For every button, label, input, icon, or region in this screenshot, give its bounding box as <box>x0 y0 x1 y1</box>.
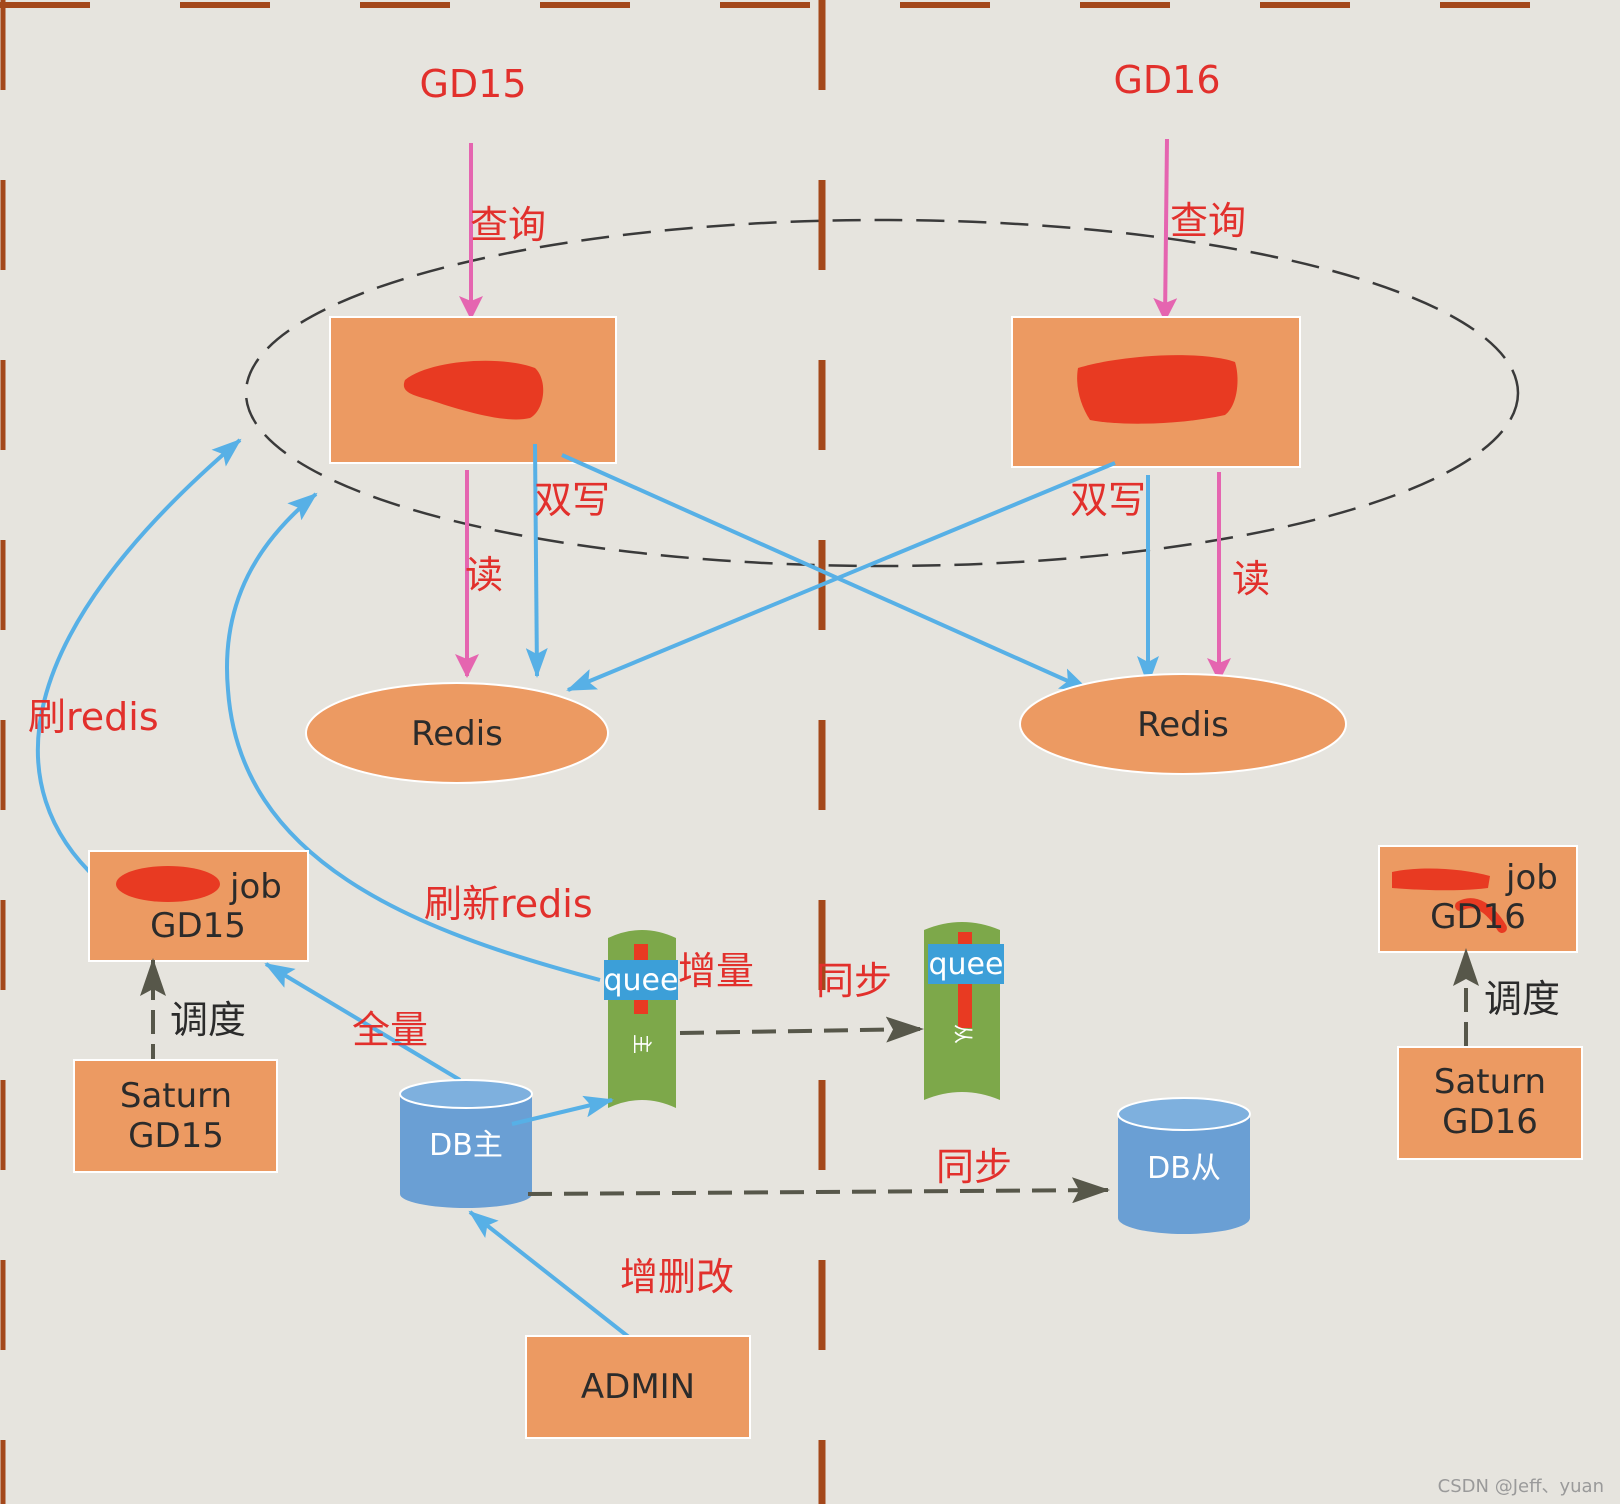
redacted-mark <box>116 866 220 902</box>
db-slave-body <box>1118 1114 1250 1234</box>
dual-write-arrow-left-local <box>525 443 548 678</box>
query-arrow-right <box>1153 138 1178 322</box>
db-master-body <box>400 1094 532 1208</box>
dual-write-label-left: 双写 <box>534 478 610 522</box>
saturn-label-line1-gd15: Saturn <box>120 1076 232 1116</box>
full-load-label: 全量 <box>352 1008 428 1052</box>
crud-arrow <box>468 1210 632 1340</box>
queue-master-glyph: 主 <box>630 1034 654 1054</box>
read-label-left: 读 <box>465 553 503 597</box>
watermark: CSDN @Jeff、yuan <box>1438 1476 1604 1497</box>
job-label-region-gd15: GD15 <box>150 906 246 946</box>
redis-label-gd15: Redis <box>411 714 503 754</box>
redis-node-gd15 <box>305 682 609 784</box>
admin-box <box>525 1335 751 1439</box>
refresh-redis-arrow-queue <box>225 492 601 982</box>
dual-write-label-right: 双写 <box>1070 478 1146 522</box>
refresh-redis-label-job: 刷redis <box>28 695 159 739</box>
redacted-mark <box>403 360 544 420</box>
job-label-suffix-gd15: job <box>229 867 282 907</box>
queue-master-tag-text: quee <box>604 963 679 998</box>
region-title-gd15: GD15 <box>419 62 526 106</box>
saturn-label-line2-gd15: GD15 <box>128 1116 224 1156</box>
redacted-mark <box>1077 355 1238 424</box>
queue-slave-glyph: 从 <box>951 1024 975 1044</box>
read-label-right: 读 <box>1232 557 1270 601</box>
job-box-gd16 <box>1378 845 1578 953</box>
incremental-label: 增量 <box>678 949 754 993</box>
dual-write-arrow-right-cross <box>566 461 1116 692</box>
db-master-top <box>399 1079 533 1109</box>
saturn-box-gd16 <box>1397 1046 1583 1160</box>
queue-sync-arrow <box>679 1016 924 1043</box>
job-label-region-gd16: GD16 <box>1430 897 1526 937</box>
job-box-gd15 <box>88 850 309 962</box>
service-group-ellipse <box>244 218 1520 568</box>
saturn-box-gd15 <box>73 1059 278 1173</box>
db-slave-label: DB从 <box>1147 1151 1221 1186</box>
schedule-label-gd16: 调度 <box>1484 977 1560 1021</box>
queue-sync-label: 同步 <box>816 959 892 1003</box>
dual-write-arrow-left-cross <box>561 453 1090 692</box>
saturn-label-line2-gd16: GD16 <box>1442 1102 1538 1142</box>
crud-label: 增删改 <box>620 1255 734 1299</box>
db-to-queue-arrow <box>511 1095 614 1126</box>
schedule-label-gd15: 调度 <box>170 998 246 1042</box>
db-sync-label: 同步 <box>936 1145 1012 1189</box>
region-title-gd16: GD16 <box>1113 58 1220 102</box>
full-load-arrow <box>264 962 462 1082</box>
admin-label: ADMIN <box>581 1367 695 1407</box>
redis-label-gd16: Redis <box>1137 705 1229 745</box>
refresh-redis-label-queue: 刷新redis <box>424 882 593 926</box>
db-master-label: DB主 <box>429 1128 503 1163</box>
queue-slave-tag-text: quee <box>929 947 1004 982</box>
job-label-suffix-gd16: job <box>1505 858 1558 898</box>
saturn-label-line1-gd16: Saturn <box>1434 1062 1546 1102</box>
refresh-redis-arrow-job <box>35 438 242 882</box>
query-label-left: 查询 <box>470 203 546 247</box>
queue-master-tag <box>604 960 678 1000</box>
db-slave-top <box>1117 1097 1251 1131</box>
redacted-mark <box>1392 868 1490 891</box>
redacted-mark <box>1455 898 1507 933</box>
db-sync-arrow <box>527 1177 1110 1204</box>
query-label-right: 查询 <box>1170 199 1246 243</box>
redis-node-gd16 <box>1019 673 1347 775</box>
queue-slave-tag <box>928 944 1004 984</box>
